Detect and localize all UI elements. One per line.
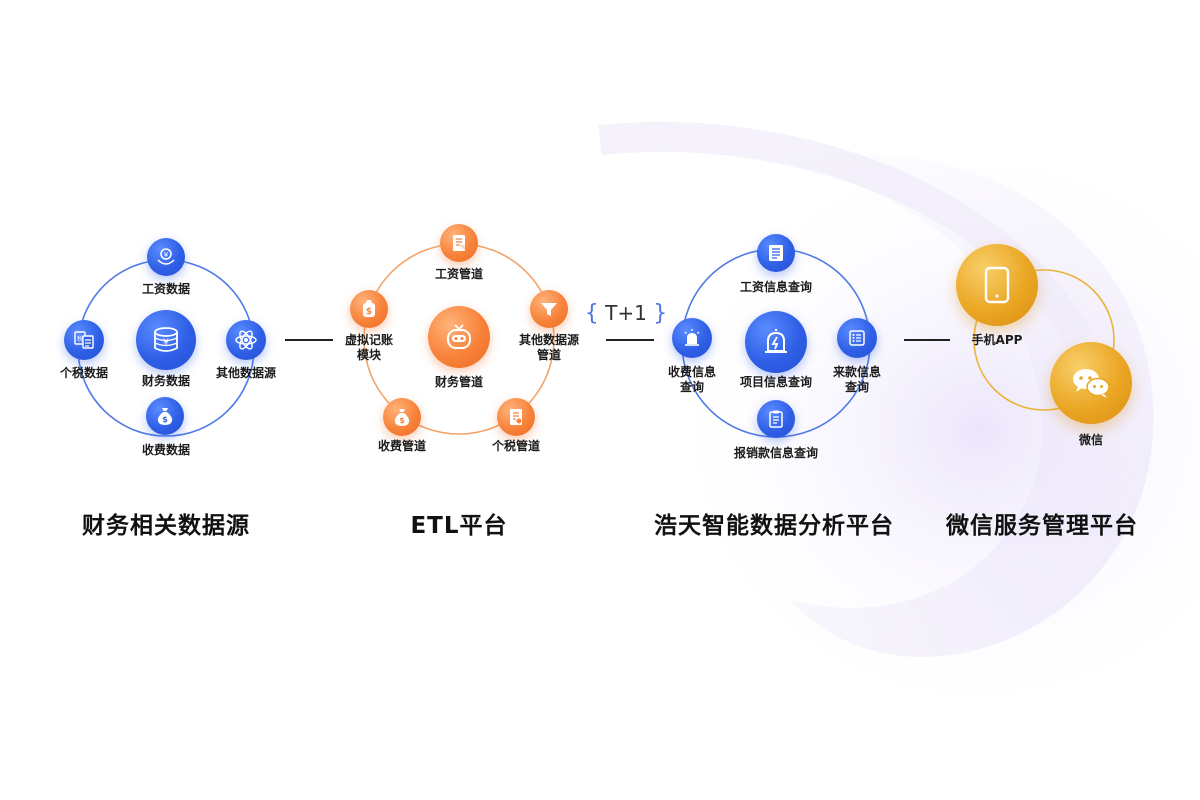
expense-query-label: 报销款信息查询 — [733, 446, 819, 460]
svg-text:%: % — [461, 245, 466, 251]
virtual-book-label: 虚拟记账 模块 — [344, 333, 394, 362]
fee-pipe-label: 收费管道 — [377, 439, 427, 453]
money-bag-icon: $ — [394, 409, 410, 426]
project-query-label: 项目信息查询 — [739, 375, 813, 389]
salary-query-label: 工资信息查询 — [739, 280, 813, 294]
wechat-label: 微信 — [1078, 433, 1104, 447]
finance-pipe-label: 财务管道 — [434, 375, 484, 389]
finance-data-node: ¥ — [136, 310, 196, 370]
finance-data-label: 财务数据 — [141, 374, 191, 388]
svg-text:税: 税 — [77, 335, 83, 343]
wechat-icon — [1073, 369, 1110, 398]
atom-icon — [235, 330, 257, 350]
salary-data-label: 工资数据 — [141, 282, 191, 296]
salary-query-node — [757, 234, 795, 272]
section-title-wechat: 微信服务管理平台 — [946, 513, 1138, 539]
fee-query-node — [672, 318, 712, 358]
expense-query-node — [757, 400, 795, 438]
fee-data-label: 收费数据 — [141, 443, 191, 457]
virtual-book-node: $ — [350, 290, 388, 328]
list-icon — [849, 330, 865, 346]
other-source-node — [226, 320, 266, 360]
connector-1 — [285, 339, 333, 341]
siren-icon — [684, 329, 700, 346]
list-document-icon — [769, 245, 783, 261]
income-query-node — [837, 318, 877, 358]
other-pipe-node — [530, 290, 568, 328]
dollar-bag-icon: $ — [363, 300, 375, 317]
clipboard-icon — [769, 410, 783, 428]
t-plus-one-label: { T+1 } — [584, 301, 668, 326]
fee-pipe-node: $ — [383, 398, 421, 436]
section-title-finance-sources: 财务相关数据源 — [82, 513, 250, 539]
money-bag-icon: $ — [157, 408, 173, 425]
yen-hand-icon: ¥ — [157, 248, 175, 265]
funnel-icon — [541, 303, 557, 316]
svg-text:$: $ — [162, 415, 168, 424]
ring-wechat-a — [973, 269, 1115, 411]
svg-text:¥: ¥ — [163, 338, 169, 348]
salary-data-node: ¥ — [147, 238, 185, 276]
connector-3 — [904, 339, 950, 341]
svg-text:$: $ — [399, 416, 405, 425]
tax-data-label: 个税数据 — [59, 366, 109, 380]
mobile-app-label: 手机APP — [971, 333, 1023, 347]
form-icon — [510, 409, 522, 425]
finance-pipe-node — [428, 306, 490, 368]
section-title-analysis: 浩天智能数据分析平台 — [654, 513, 894, 539]
fee-data-node: $ — [146, 397, 184, 435]
wechat-node — [1050, 342, 1132, 424]
income-query-label: 来款信息 查询 — [832, 365, 882, 394]
svg-text:¥: ¥ — [164, 251, 169, 259]
mobile-app-node — [956, 244, 1038, 326]
alarm-bell-icon — [765, 329, 787, 353]
project-query-node — [745, 311, 807, 373]
connector-2 — [606, 339, 654, 341]
salary-pipe-node: % — [440, 224, 478, 262]
salary-pipe-label: 工资管道 — [434, 267, 484, 281]
tax-data-node: 税 — [64, 320, 104, 360]
tax-pipe-label: 个税管道 — [491, 439, 541, 453]
tablet-icon — [984, 266, 1010, 304]
section-title-etl: ETL平台 — [410, 513, 508, 539]
other-pipe-label: 其他数据源 管道 — [518, 333, 580, 362]
other-source-label: 其他数据源 — [215, 366, 277, 380]
coin-stack-icon: ¥ — [154, 327, 178, 352]
robot-icon — [447, 324, 471, 349]
tax-document-icon: 税 — [74, 331, 94, 349]
tax-pipe-node — [497, 398, 535, 436]
svg-text:$: $ — [366, 307, 372, 317]
document-icon: % — [453, 235, 466, 251]
fee-query-label: 收费信息 查询 — [667, 365, 717, 394]
